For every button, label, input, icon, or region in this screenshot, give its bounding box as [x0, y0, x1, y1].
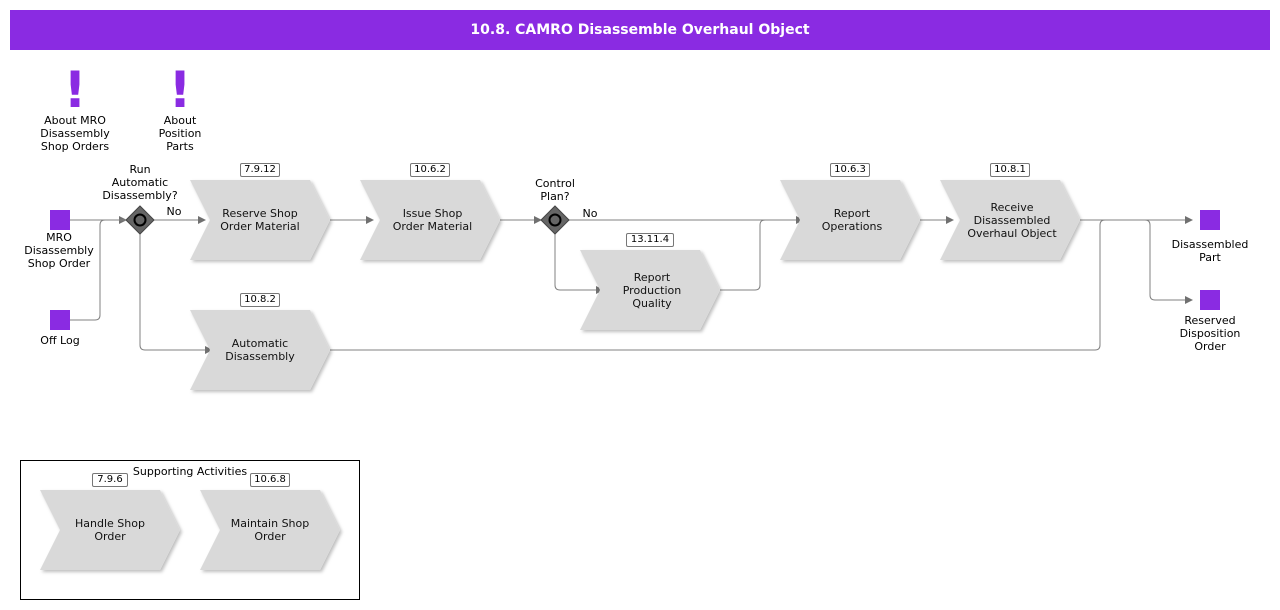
process-auto-label[interactable]: Automatic Disassembly	[225, 337, 295, 363]
process-receive-ref: 10.8.1	[990, 163, 1030, 177]
process-reportops-label[interactable]: Report Operations	[821, 207, 883, 233]
process-reportops-shape	[780, 180, 920, 260]
event-disassembled-label: Disassembled Part	[1171, 238, 1249, 264]
process-receive-shape	[940, 180, 1080, 260]
flow-controlplan-to-quality	[554, 234, 604, 294]
process-receive-label[interactable]: Receive Disassembled Overhaul Object	[967, 200, 1057, 240]
exclamation-icon: !	[63, 61, 87, 119]
event-off-log-label: Off Log	[40, 334, 80, 347]
event-disassembled-square	[1200, 210, 1220, 230]
process-handle-label[interactable]: Handle Shop Order	[75, 517, 145, 543]
process-quality-label[interactable]: Report Production Quality	[622, 270, 682, 310]
process-issue-ref: 10.6.2	[410, 163, 450, 177]
flow-offlog-to-gateway	[70, 219, 126, 321]
exclamation-icon: !	[168, 61, 192, 119]
flow-auto-to-merge	[330, 219, 1106, 351]
gateway-control-plan-label: Control Plan?	[535, 177, 575, 203]
flow-quality-to-reportops	[720, 219, 766, 291]
process-reserve-ref: 7.9.12	[240, 163, 280, 177]
event-off-log-square	[50, 310, 70, 330]
gateway-run-auto-label: Run Automatic Disassembly?	[102, 163, 178, 202]
supporting-activities-box: Supporting Activities	[20, 460, 360, 600]
gateway-control-plan-no: No	[582, 207, 598, 220]
note-about-mro[interactable]: About MRO Disassembly Shop Orders	[40, 114, 110, 153]
event-reserved-square	[1200, 290, 1220, 310]
process-issue-shape	[360, 180, 500, 260]
process-quality-shape	[580, 250, 720, 330]
supporting-activities-title: Supporting Activities	[132, 465, 248, 478]
flow-gateway-to-auto	[139, 234, 213, 354]
process-maintain-ref: 10.6.8	[250, 473, 290, 487]
gateway-control-plan	[540, 205, 570, 235]
process-reserve-shape	[190, 180, 330, 260]
process-issue-label[interactable]: Issue Shop Order Material	[392, 207, 473, 233]
page-title: 10.8. CAMRO Disassemble Overhaul Object	[10, 10, 1270, 50]
process-quality-ref: 13.11.4	[626, 233, 674, 247]
gateway-run-auto-no: No	[166, 205, 182, 218]
note-about-position[interactable]: About Position Parts	[158, 114, 202, 153]
event-shop-order-label: MRO Disassembly Shop Order	[24, 231, 94, 270]
process-reportops-ref: 10.6.3	[830, 163, 870, 177]
process-auto-ref: 10.8.2	[240, 293, 280, 307]
process-auto-shape	[190, 310, 330, 390]
process-maintain-label[interactable]: Maintain Shop Order	[230, 517, 310, 543]
event-shop-order-square	[50, 210, 70, 230]
process-handle-ref: 7.9.6	[92, 473, 128, 487]
process-handle-shape	[40, 490, 180, 570]
flow-to-reserved-disposition	[1144, 219, 1193, 304]
process-maintain-shape	[200, 490, 340, 570]
gateway-run-auto	[125, 205, 155, 235]
process-reserve-label[interactable]: Reserve Shop Order Material	[220, 207, 300, 233]
event-reserved-label: Reserved Disposition Order	[1179, 314, 1241, 353]
